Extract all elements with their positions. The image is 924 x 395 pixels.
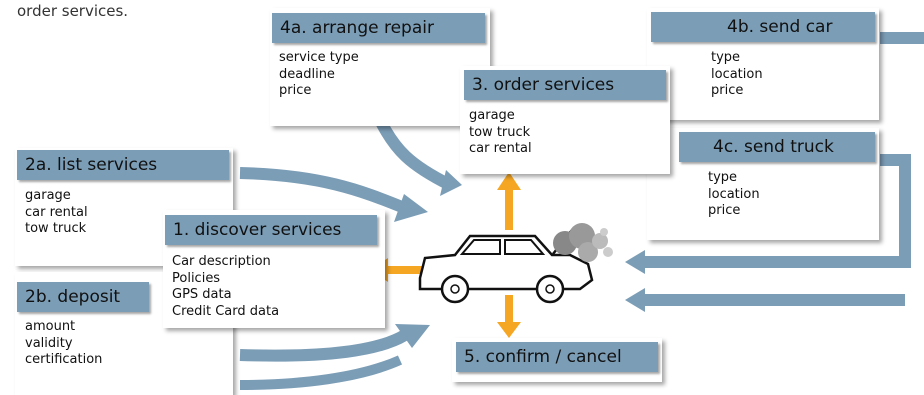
orange-arrow-down <box>497 295 521 338</box>
order-services-title: 3. order services <box>464 70 666 100</box>
list-item: location <box>708 186 760 202</box>
list-item: service type <box>279 50 359 65</box>
send-car-title: 4b. send car <box>651 12 875 42</box>
send-truck-items: type location price <box>708 170 760 220</box>
send-truck-title: 4c. send truck <box>679 132 875 162</box>
arrange-repair-card: 4a. arrange repair service type deadline… <box>270 8 490 126</box>
order-services-card: 3. order services garage tow truck car r… <box>460 66 670 174</box>
arrange-repair-items: service type deadline price <box>279 50 359 100</box>
send-car-card: 4b. send car type location price <box>647 8 879 120</box>
list-item: deadline <box>279 66 335 82</box>
list-item: certification <box>25 352 103 367</box>
list-item: type <box>711 50 741 65</box>
send-truck-card: 4c. send truck type location price <box>647 128 879 240</box>
confirm-cancel-title: 5. confirm / cancel <box>456 342 658 372</box>
list-item: car rental <box>25 204 88 220</box>
list-item: car rental <box>469 141 532 156</box>
discover-services-title: 1. discover services <box>165 215 377 245</box>
arrow-sendtruck-to-car-head <box>625 288 645 312</box>
list-item: location <box>711 66 763 82</box>
arrow-list-to-car-head <box>394 194 428 222</box>
confirm-cancel-card: 5. confirm / cancel <box>452 338 662 382</box>
list-item: Policies <box>172 270 221 286</box>
list-item: price <box>711 83 744 98</box>
list-services-items: garage car rental tow truck <box>25 188 88 238</box>
list-item: price <box>279 83 312 98</box>
deposit-title: 2b. deposit <box>17 282 149 312</box>
discover-services-card: 1. discover services Car description Pol… <box>163 210 385 328</box>
deposit-items: amount validity certification <box>25 319 102 369</box>
arrow-sendcar-to-car-head <box>625 250 645 274</box>
arrow-deposit-to-car-head <box>395 324 430 348</box>
order-services-items: garage tow truck car rental <box>469 108 532 158</box>
list-item: Credit Card data <box>172 303 280 319</box>
list-item: validity <box>25 335 73 351</box>
smoke-icon <box>553 223 613 262</box>
send-car-items: type location price <box>711 50 763 100</box>
arrow-bottom-to-car <box>239 355 403 390</box>
list-item: tow truck <box>25 221 87 236</box>
arrow-list-to-car <box>239 167 405 213</box>
list-item: type <box>708 170 738 185</box>
orange-arrow-up <box>497 172 521 230</box>
intro-text: order services. <box>17 2 129 20</box>
list-item: price <box>708 203 741 218</box>
arrange-repair-title: 4a. arrange repair <box>272 13 485 43</box>
discover-services-items: Car description Policies GPS data Credit… <box>172 254 279 320</box>
arrow-repair-to-car <box>374 117 453 191</box>
list-item: amount <box>25 319 76 334</box>
list-item: Car description <box>172 254 271 269</box>
list-services-title: 2a. list services <box>17 150 229 180</box>
broken-down-car-icon <box>418 228 594 304</box>
list-item: tow truck <box>469 124 531 140</box>
arrow-repair-to-car-head <box>440 170 462 196</box>
list-item: GPS data <box>172 287 232 302</box>
list-item: garage <box>469 108 515 123</box>
arrow-sendcar-to-car <box>640 154 911 268</box>
list-item: garage <box>25 188 71 203</box>
arrow-deposit-to-car <box>239 329 409 362</box>
